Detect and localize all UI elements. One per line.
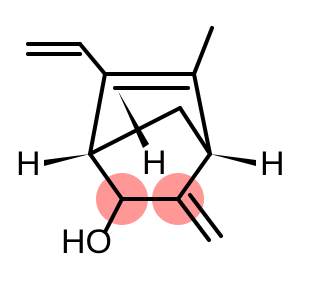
right-bridge-bond: [192, 72, 212, 156]
hydroxyl-label: HO: [61, 223, 112, 261]
vinyl-bond-link: [78, 42, 107, 76]
hydroxyl-bond: [103, 197, 124, 234]
left-hydrogen-wedge: [44, 154, 90, 166]
ring-bond-right-lower: [176, 152, 212, 201]
right-hydrogen-wedge: [210, 154, 256, 166]
back-bridge-bond-right: [178, 106, 212, 156]
hydrogen-middle-label: H: [142, 144, 167, 182]
ring-bond-left-lower: [88, 152, 124, 201]
molecule-svg: H H H HO: [16, 26, 285, 261]
methyl-bond: [192, 26, 214, 76]
left-bridge-bond: [88, 72, 107, 156]
middle-hydrogen-wedge: [118, 91, 149, 148]
back-bridge-bond-left: [88, 106, 182, 156]
methylene-double-bond-b: [188, 193, 223, 238]
hydrogen-right-label: H: [260, 145, 285, 183]
methylene-double-bond-a: [176, 197, 211, 242]
molecule-diagram: H H H HO: [16, 26, 285, 261]
hydrogen-left-label: H: [16, 145, 41, 183]
